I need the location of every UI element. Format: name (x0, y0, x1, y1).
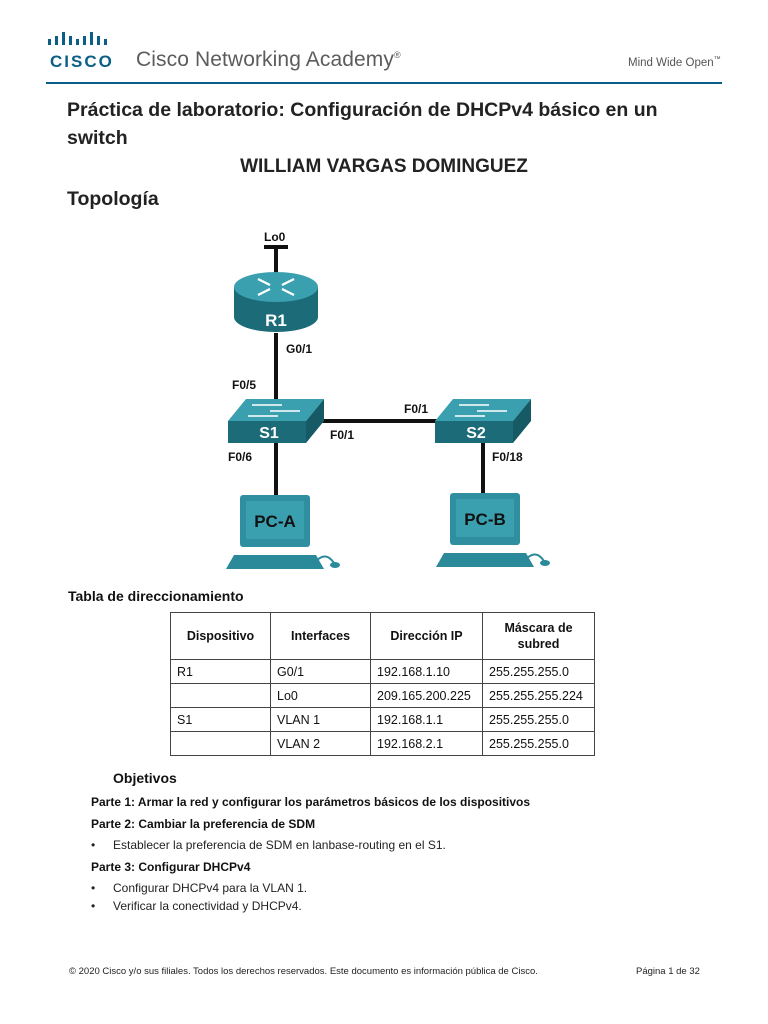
address-table: Dispositivo Interfaces Dirección IP Másc… (170, 612, 595, 756)
bullet-icon: • (91, 881, 96, 895)
label-pc-b: PC-B (464, 510, 506, 529)
footer-copyright: © 2020 Cisco y/o sus filiales. Todos los… (69, 966, 538, 977)
list-item-text: Verificar la conectividad y DHCPv4. (113, 899, 302, 913)
tagline-text: Mind Wide Open (628, 56, 714, 69)
table-cell: 255.255.255.0 (482, 659, 595, 684)
table-cell: 192.168.1.10 (370, 659, 483, 684)
bullet-icon: • (91, 899, 96, 913)
label-s2-f018: F0/18 (492, 450, 523, 464)
column-header: Dirección IP (370, 612, 483, 660)
author-name: WILLIAM VARGAS DOMINGUEZ (240, 156, 528, 177)
switch-s2-icon (435, 399, 531, 443)
table-cell: 255.255.255.224 (482, 683, 595, 708)
switch-s1-icon (228, 399, 324, 443)
label-s1-f06: F0/6 (228, 450, 252, 464)
academy-name-text: Cisco Networking Academy (136, 48, 394, 71)
label-s2-f01: F0/1 (404, 402, 428, 416)
label-lo0: Lo0 (264, 230, 286, 244)
objectives-heading: Objetivos (113, 770, 177, 786)
cisco-logo: CISCO (48, 32, 114, 71)
label-r1: R1 (265, 311, 287, 330)
label-s1-f01: F0/1 (330, 428, 354, 442)
table-cell: 255.255.255.0 (482, 707, 595, 732)
label-s2: S2 (466, 425, 486, 442)
table-cell: 209.165.200.225 (370, 683, 483, 708)
objective-part-3: Parte 3: Configurar DHCPv4 (91, 860, 251, 874)
table-cell (170, 683, 271, 708)
tagline: Mind Wide Open™ (628, 56, 721, 69)
table-row: S1 VLAN 1 192.168.1.1 255.255.255.0 (170, 707, 595, 732)
list-item-text: Establecer la preferencia de SDM en lanb… (113, 838, 446, 852)
topology-heading: Topología (67, 188, 159, 210)
table-cell: VLAN 1 (270, 707, 371, 732)
list-item: • Configurar DHCPv4 para la VLAN 1. (91, 881, 307, 895)
bullet-icon: • (91, 838, 96, 852)
header-divider (46, 82, 722, 84)
table-cell (170, 731, 271, 756)
list-item: • Verificar la conectividad y DHCPv4. (91, 899, 302, 913)
table-row: Lo0 209.165.200.225 255.255.255.224 (170, 683, 595, 708)
pc-b-icon (436, 493, 550, 567)
list-item-text: Configurar DHCPv4 para la VLAN 1. (113, 881, 308, 895)
label-g01: G0/1 (286, 342, 312, 356)
pc-a-icon (226, 495, 340, 569)
footer-page-number: Página 1 de 32 (636, 966, 700, 977)
table-cell: Lo0 (270, 683, 371, 708)
table-row: VLAN 2 192.168.2.1 255.255.255.0 (170, 731, 595, 756)
list-item: • Establecer la preferencia de SDM en lan… (91, 838, 446, 852)
table-cell: R1 (170, 659, 271, 684)
cisco-logo-text: CISCO (50, 52, 114, 71)
academy-name: Cisco Networking Academy® (136, 48, 401, 72)
column-header: Máscara de subred (482, 612, 595, 660)
table-cell: S1 (170, 707, 271, 732)
label-s1: S1 (259, 425, 279, 442)
router-icon (234, 272, 318, 332)
table-row: R1 G0/1 192.168.1.10 255.255.255.0 (170, 659, 595, 684)
table-cell: G0/1 (270, 659, 371, 684)
table-header-row: Dispositivo Interfaces Dirección IP Másc… (170, 612, 595, 660)
label-s1-f05: F0/5 (232, 378, 256, 392)
address-table-heading: Tabla de direccionamiento (68, 588, 244, 604)
label-pc-a: PC-A (254, 512, 296, 531)
table-cell: 192.168.1.1 (370, 707, 483, 732)
column-header: Interfaces (270, 612, 371, 660)
objective-part-2: Parte 2: Cambiar la preferencia de SDM (91, 817, 316, 831)
registered-mark: ® (394, 50, 401, 60)
column-header: Dispositivo (170, 612, 271, 660)
table-cell: 255.255.255.0 (482, 731, 595, 756)
topology-diagram: Lo0 R1 G0/1 F0/5 S1 F0/1 F0/6 F0/1 S2 F0… (226, 230, 550, 569)
document-title: Práctica de laboratorio: Configuración d… (67, 99, 658, 149)
objective-part-1: Parte 1: Armar la red y configurar los p… (91, 795, 531, 809)
table-cell: VLAN 2 (270, 731, 371, 756)
trademark-mark: ™ (713, 56, 721, 63)
table-cell: 192.168.2.1 (370, 731, 483, 756)
